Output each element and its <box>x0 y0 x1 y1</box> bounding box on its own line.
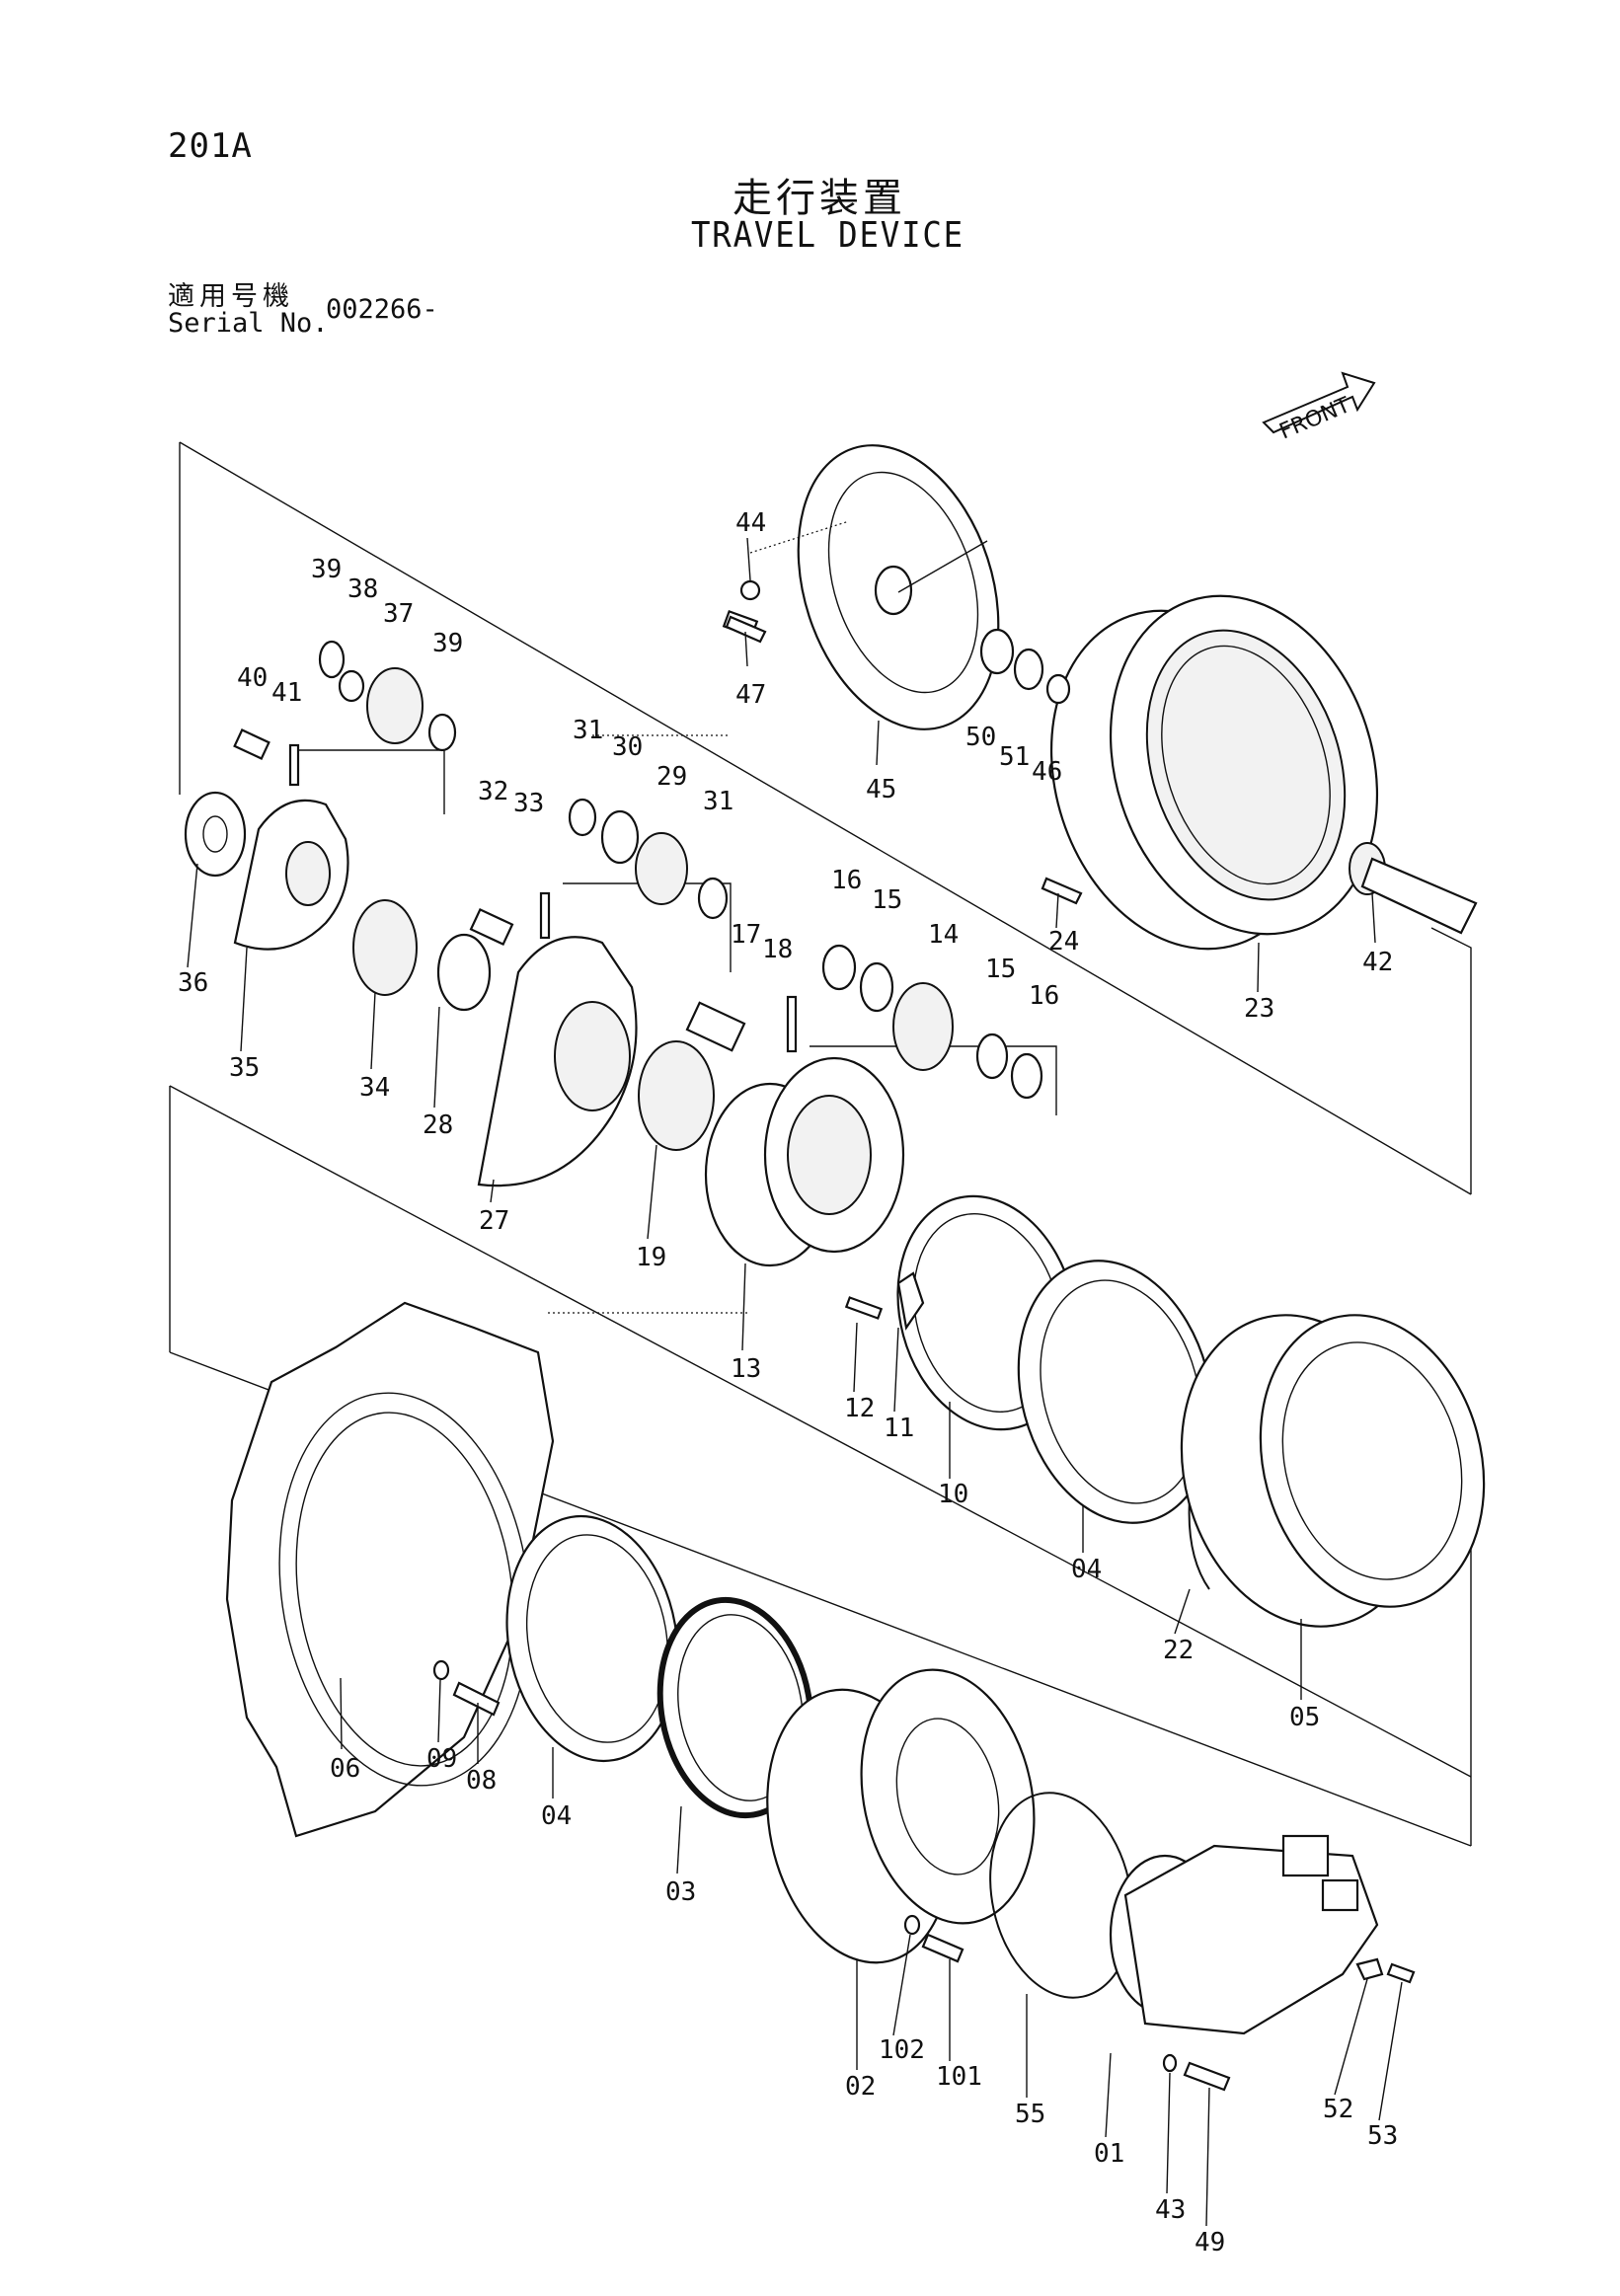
part-callouts: 01 02 03 04 04 05 06 08 09 10 11 12 13 1… <box>178 508 1398 2258</box>
callout-11: 11 <box>884 1414 914 1443</box>
carrier-27-part <box>477 936 638 1187</box>
callout-51: 51 <box>999 742 1030 772</box>
callout-16-upper: 16 <box>831 866 862 895</box>
callout-03: 03 <box>665 1877 696 1907</box>
leader-lines <box>548 520 988 1314</box>
callout-leaders <box>187 537 1403 2227</box>
seal-rings-part <box>979 628 1071 705</box>
callout-39-upper: 39 <box>311 555 342 584</box>
callout-09: 09 <box>426 1744 457 1774</box>
callout-14: 14 <box>928 920 959 950</box>
callout-38: 38 <box>347 574 378 604</box>
callout-22: 22 <box>1163 1636 1194 1665</box>
planet-gears-part <box>352 667 954 1151</box>
callout-39-lower: 39 <box>432 629 463 658</box>
callout-102: 102 <box>879 2035 925 2065</box>
callout-05: 05 <box>1289 1703 1320 1732</box>
pins-part <box>233 728 798 1053</box>
callout-12: 12 <box>844 1394 875 1423</box>
travel-motor-01-part <box>1109 1834 1416 2092</box>
sprocket-bolt-part <box>432 1659 501 1717</box>
callout-23: 23 <box>1244 994 1274 1024</box>
callout-28: 28 <box>423 1110 453 1140</box>
serial-label-japanese: 適用号機 <box>168 281 294 312</box>
callout-44: 44 <box>735 508 766 538</box>
callout-49: 49 <box>1195 2228 1225 2258</box>
callout-101: 101 <box>936 2062 982 2092</box>
bolts-part <box>725 615 1083 905</box>
callout-43: 43 <box>1155 2195 1186 2225</box>
callout-33: 33 <box>513 789 544 818</box>
callout-02: 02 <box>845 2072 876 2102</box>
callout-06: 06 <box>330 1754 360 1784</box>
input-shaft-part <box>1349 842 1478 935</box>
callout-15-lower: 15 <box>985 955 1016 984</box>
callout-31-lower: 31 <box>703 787 733 816</box>
hub-05-part <box>1180 1314 1486 1628</box>
callout-30: 30 <box>612 732 643 762</box>
carrier-35-part <box>184 791 349 951</box>
page-code: 201A <box>168 126 253 166</box>
callout-34: 34 <box>359 1073 390 1103</box>
callout-42: 42 <box>1362 948 1393 977</box>
callout-24: 24 <box>1048 927 1079 957</box>
page-title-japanese: 走行装置 <box>733 176 906 221</box>
callout-32: 32 <box>478 777 508 806</box>
callout-17: 17 <box>731 920 761 950</box>
callout-13: 13 <box>731 1354 761 1384</box>
callout-15-upper: 15 <box>872 885 902 915</box>
callout-45: 45 <box>866 775 896 804</box>
floating-seal-lower-part <box>505 1514 679 1763</box>
callout-18: 18 <box>762 935 793 964</box>
callout-10: 10 <box>938 1480 968 1509</box>
front-arrow-icon: FRONT <box>1262 371 1376 445</box>
serial-value: 002266- <box>326 294 438 325</box>
washers-bearings-part <box>318 640 1043 1100</box>
callout-53: 53 <box>1367 2121 1398 2151</box>
cover-part <box>722 444 1000 730</box>
callout-37: 37 <box>383 599 414 629</box>
callout-36: 36 <box>178 968 208 998</box>
callout-50: 50 <box>965 723 996 752</box>
callout-04-lower: 04 <box>541 1801 572 1831</box>
callout-27: 27 <box>479 1206 509 1236</box>
callout-40: 40 <box>237 663 268 693</box>
callout-19: 19 <box>636 1243 666 1272</box>
callout-35: 35 <box>229 1053 260 1083</box>
callout-47: 47 <box>735 680 766 710</box>
callout-55: 55 <box>1015 2100 1045 2129</box>
ring-gear-drum-part <box>1049 594 1379 951</box>
serial-label: Serial No. <box>168 308 329 339</box>
callout-01: 01 <box>1094 2139 1124 2169</box>
callout-31-upper: 31 <box>573 716 603 745</box>
callout-04-upper: 04 <box>1071 1555 1102 1584</box>
carrier-13-part <box>704 1056 905 1267</box>
callout-52: 52 <box>1323 2095 1353 2124</box>
callout-46: 46 <box>1032 757 1062 787</box>
callout-29: 29 <box>656 762 687 792</box>
sprocket-06-part <box>225 1301 555 1838</box>
callout-16-lower: 16 <box>1029 981 1059 1011</box>
callout-41: 41 <box>271 678 302 708</box>
page-title: TRAVEL DEVICE <box>691 215 964 256</box>
callout-08: 08 <box>466 1766 497 1796</box>
